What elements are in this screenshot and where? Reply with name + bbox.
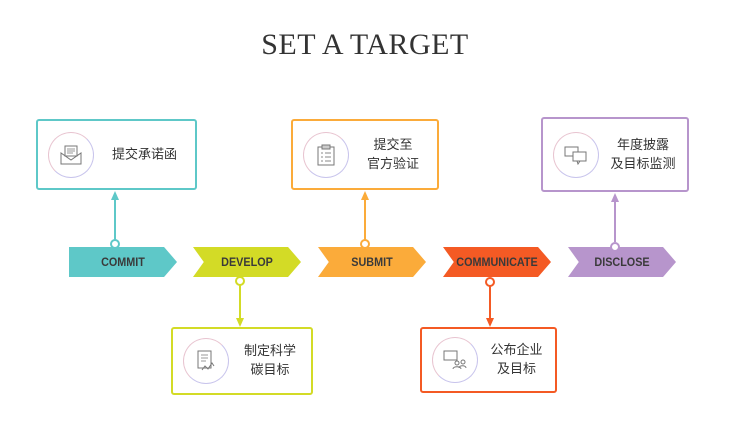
envelope-letter-icon [48,131,94,178]
box-text-line: 制定科学 [243,344,296,359]
box-text-line: 官方验证 [366,156,419,172]
box-text-line: 及目标监测 [610,156,676,172]
arrow-communicate [486,318,494,327]
connector-develop [239,284,241,320]
arrow-submit [361,191,369,200]
step-disclose: DISCLOSE [568,247,676,277]
box-text-line: 公布企业 [490,343,543,358]
connector-disclose [614,198,616,242]
arrow-develop [236,318,244,327]
step-communicate: COMMUNICATE [443,247,551,277]
step-commit: COMMIT [69,247,177,277]
clipboard-checklist-icon [303,131,349,178]
dot-commit [110,239,120,249]
page-title: SET A TARGET [261,28,469,61]
presentation-people-icon [432,337,478,383]
box-text-line: 及目标 [496,362,536,377]
step-submit: SUBMIT [318,247,426,277]
box-submit: 提交至官方验证 [291,119,439,190]
box-communicate: 公布企业及目标 [420,327,557,393]
connector-communicate [489,285,491,320]
arrow-disclose [611,193,619,202]
box-text-line: 碳目标 [250,363,290,378]
connector-submit [364,197,366,241]
box-develop: 制定科学碳目标 [171,327,313,395]
box-text-line: 提交承诺函 [111,147,177,162]
chat-bubbles-icon [553,131,599,178]
step-develop: DEVELOP [193,247,301,277]
box-text-line: 提交至 [373,137,413,153]
dot-submit [360,239,370,249]
box-commit: 提交承诺函 [36,119,197,190]
box-text-line: 年度披露 [616,137,669,153]
document-chart-icon [183,338,229,384]
connector-commit [114,197,116,241]
arrow-commit [111,191,119,200]
dot-disclose [610,242,620,252]
box-disclose: 年度披露及目标监测 [541,117,689,192]
